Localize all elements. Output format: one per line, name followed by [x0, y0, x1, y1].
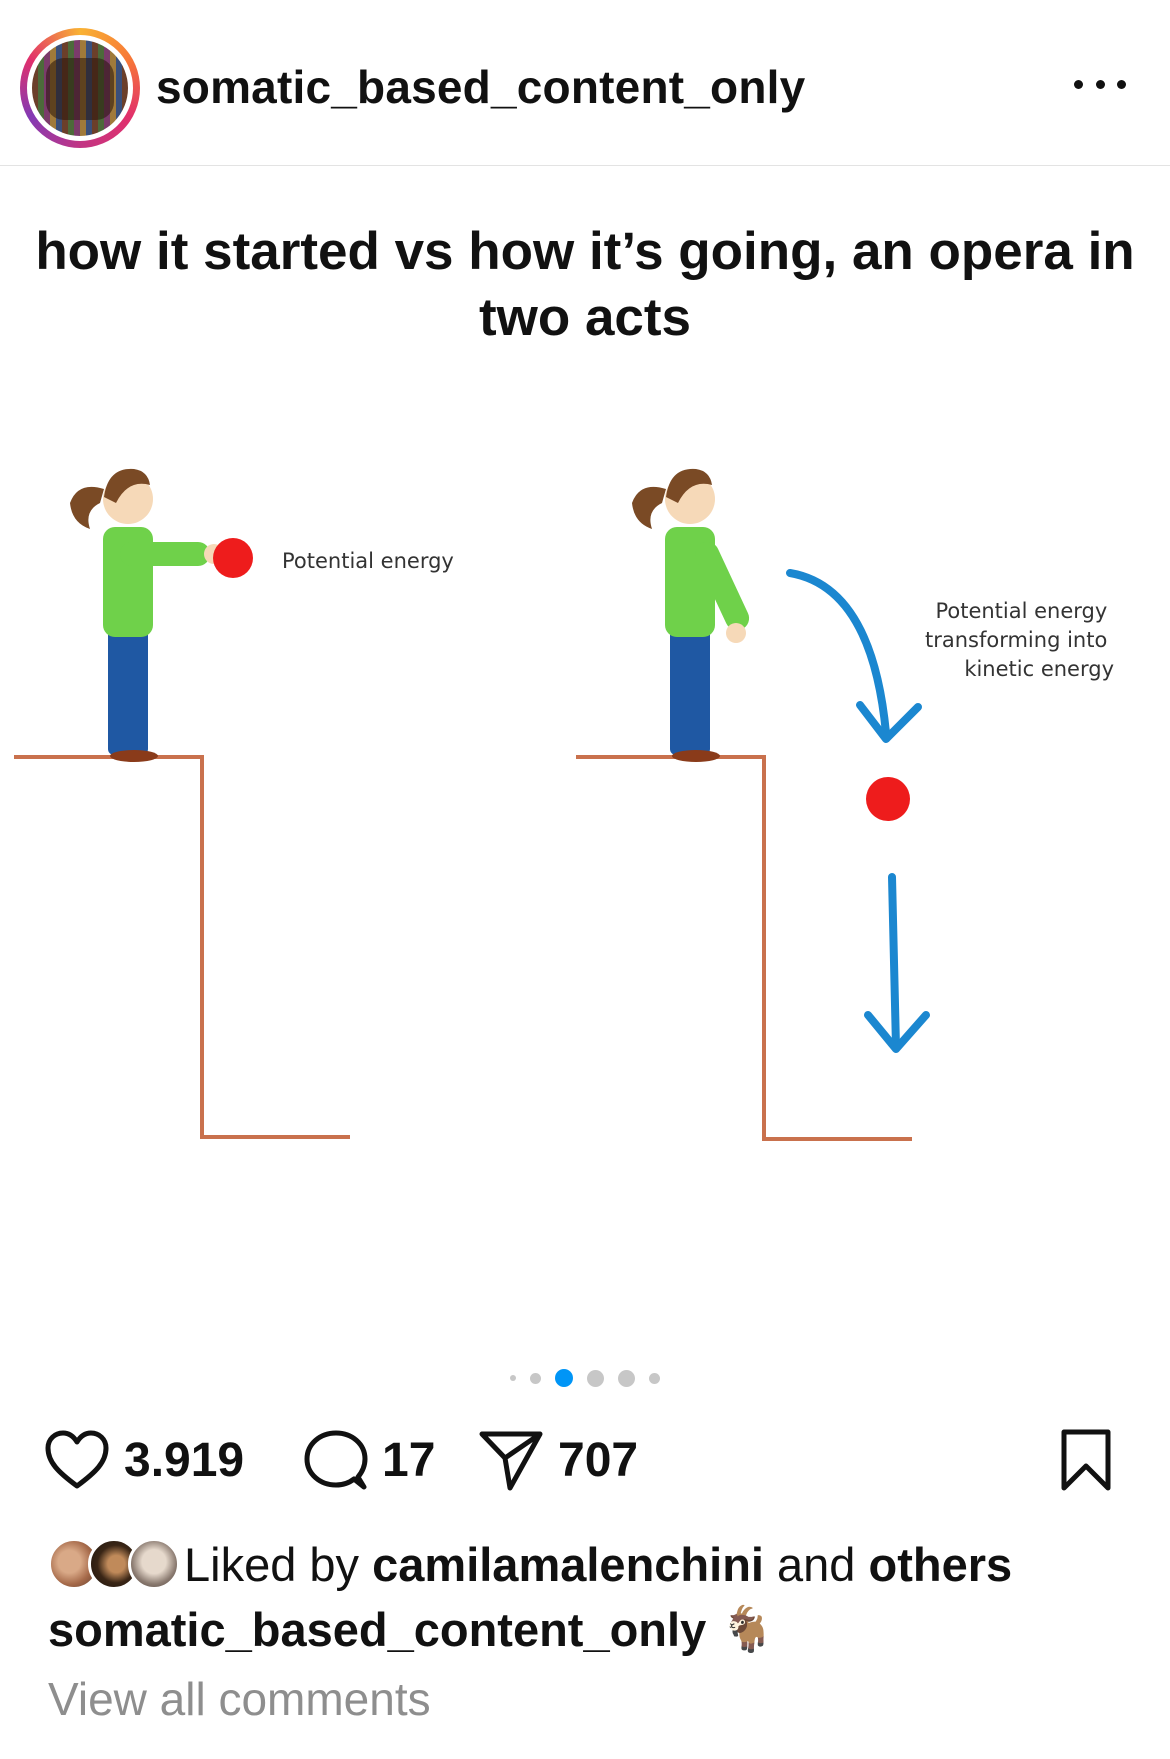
more-dot-icon — [1074, 79, 1083, 89]
save-button[interactable] — [1058, 1428, 1114, 1497]
right-person-hair — [666, 468, 712, 503]
carousel-dot-active — [555, 1369, 573, 1387]
share-button[interactable]: 707 — [478, 1420, 638, 1500]
more-dot-icon — [1095, 79, 1105, 89]
profile-avatar[interactable] — [27, 35, 133, 141]
left-person-arm — [120, 542, 210, 566]
likes-count: 3.919 — [124, 1433, 245, 1487]
carousel-dot — [530, 1372, 541, 1384]
liked-by-text: Liked by camilamalenchini and others — [184, 1537, 1012, 1592]
liked-by-user[interactable]: camilamalenchini — [372, 1537, 764, 1591]
caption-username[interactable]: somatic_based_content_only — [48, 1602, 707, 1656]
post-header: somatic_based_content_only — [0, 0, 1170, 166]
left-person-legs — [108, 627, 148, 755]
action-bar: 3.919 17 707 — [0, 1420, 1170, 1500]
bookmark-icon — [1061, 1429, 1111, 1491]
heart-icon — [45, 1430, 109, 1489]
right-person-arm — [695, 541, 750, 631]
right-cliff — [576, 755, 912, 1141]
right-energy-label: Potential energy transforming into kinet… — [925, 599, 1114, 681]
left-person-shoe — [110, 750, 158, 762]
right-person-shoe — [672, 750, 720, 762]
send-icon — [479, 1431, 543, 1491]
carousel-dot — [618, 1369, 635, 1387]
liked-by-prefix: Liked by — [184, 1537, 360, 1591]
liker-avatar — [128, 1538, 180, 1590]
story-ring[interactable] — [20, 28, 140, 148]
avatar-image — [46, 58, 114, 120]
curved-arrow — [786, 569, 890, 737]
post-image[interactable]: how it started vs how it’s going, an ope… — [0, 167, 1170, 1347]
carousel-dot — [510, 1375, 516, 1381]
right-panel: Potential energy transforming into kinet… — [576, 468, 1114, 1141]
liker-avatars — [48, 1536, 184, 1592]
comment-button[interactable]: 17 — [304, 1420, 435, 1500]
right-person-hand — [726, 623, 746, 643]
right-person — [632, 468, 750, 762]
left-panel: Potential energy — [14, 468, 454, 1139]
right-label-line: Potential energy — [935, 599, 1107, 623]
right-label-line: transforming into — [925, 628, 1107, 652]
left-person-ponytail — [70, 486, 104, 529]
carousel-dot — [649, 1372, 660, 1384]
right-label-line: kinetic energy — [964, 657, 1114, 681]
image-caption-text: how it started vs how it’s going, an ope… — [35, 222, 1135, 347]
left-person-hair — [104, 468, 150, 503]
more-options-button[interactable] — [1068, 64, 1132, 104]
view-all-comments-link[interactable]: View all comments — [48, 1673, 431, 1725]
header-username[interactable]: somatic_based_content_only — [156, 61, 806, 113]
straight-arrow-head — [864, 1011, 930, 1053]
liked-by-and: and — [777, 1537, 856, 1591]
left-cliff — [14, 755, 350, 1139]
left-ball — [213, 538, 253, 578]
carousel-indicator — [0, 1368, 1170, 1388]
straight-arrow — [888, 873, 900, 1051]
liked-by-others[interactable]: others — [868, 1537, 1013, 1591]
carousel-dot — [587, 1369, 604, 1387]
comments-count: 17 — [382, 1433, 436, 1487]
right-ball — [866, 777, 910, 821]
left-person — [70, 468, 224, 762]
more-dot-icon — [1117, 79, 1126, 89]
right-person-legs — [670, 627, 710, 755]
goat-emoji: 🐐 — [720, 1604, 776, 1655]
curved-arrow-head — [856, 701, 922, 743]
liked-by-row[interactable]: Liked by camilamalenchini and others — [48, 1534, 1148, 1594]
comment-icon — [304, 1430, 368, 1490]
left-energy-label: Potential energy — [282, 549, 454, 573]
shares-count: 707 — [558, 1433, 639, 1487]
right-person-ponytail — [632, 486, 666, 529]
like-button[interactable]: 3.919 — [44, 1420, 244, 1500]
energy-illustration: Potential energy — [14, 468, 1114, 1141]
post-caption: somatic_based_content_only 🐐 — [48, 1598, 1148, 1660]
